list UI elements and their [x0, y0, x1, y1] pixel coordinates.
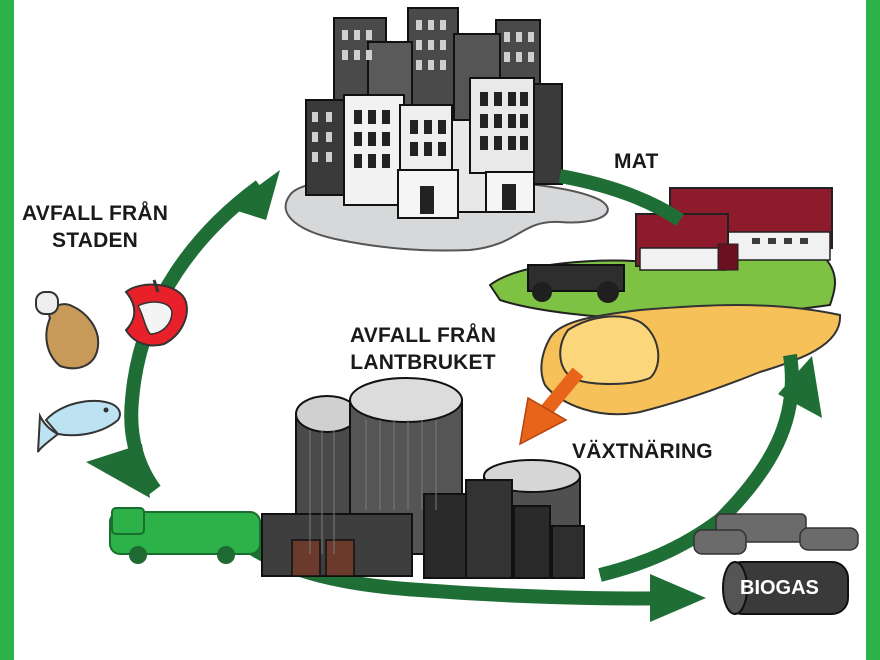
fish-icon [37, 399, 121, 453]
orange-arrow-icon [519, 367, 584, 446]
label-vaxtnaring: VÄXTNÄRING [572, 440, 713, 463]
biogas-tank-icon [722, 561, 849, 615]
truck-icon [109, 507, 261, 564]
barn-icon [635, 187, 833, 271]
vehicles-icon [693, 513, 859, 555]
arrowhead-right [778, 356, 822, 418]
city-icon [305, 7, 563, 219]
label-biogas: BIOGAS [740, 577, 819, 599]
tractor-icon [527, 264, 625, 303]
farm-field-pile [559, 315, 660, 385]
arrowhead-top-left [228, 170, 280, 220]
label-avfall-staden-line2: STADEN [52, 229, 139, 252]
meat-icon [35, 291, 100, 370]
arrowheads [86, 170, 822, 622]
label-avfall-lantbruket: AVFALL FRÅN LANTBRUKET [350, 322, 496, 376]
label-mat: MAT [614, 150, 659, 173]
apple-core-icon [124, 279, 188, 347]
biogas-plant-icon [261, 377, 585, 579]
arrowhead-left [86, 444, 150, 498]
cycle-arrow-top-right [558, 169, 684, 226]
frame-border-right [866, 0, 880, 660]
frame-border-left [0, 0, 14, 660]
label-avfall-staden: AVFALL FRÅN STADEN [22, 200, 168, 254]
label-avfall-staden-line1: AVFALL FRÅN [22, 202, 169, 225]
arrowhead-bottom [650, 574, 706, 622]
label-avfall-lantbruket-line1: AVFALL FRÅN [350, 324, 497, 347]
label-avfall-lantbruket-line2: LANTBRUKET [350, 351, 496, 374]
